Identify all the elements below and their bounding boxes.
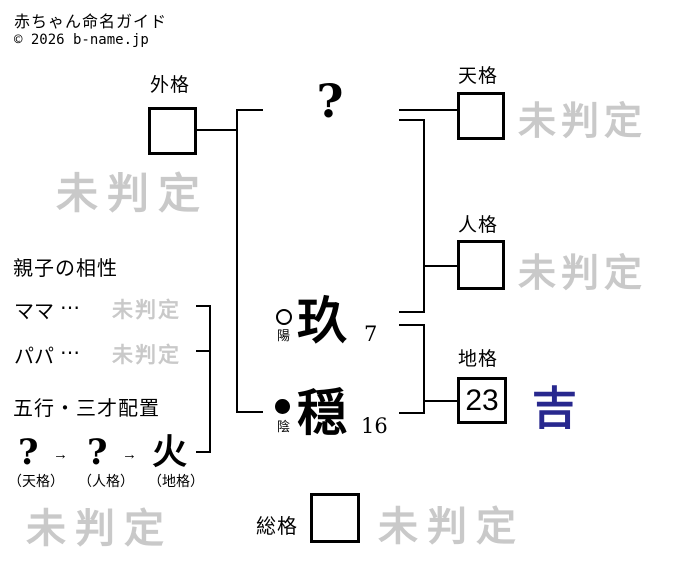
mama-separator: ⋯: [60, 297, 80, 319]
tenkaku-value-box: [457, 92, 505, 140]
jinkaku-result-watermark: 未判定: [518, 250, 648, 295]
given-name-char-1: 玖: [297, 291, 347, 350]
chikaku-label: 地格: [458, 349, 499, 370]
given-name-char-1-strokes: 7: [364, 322, 378, 346]
copyright-text: © 2026 b-name.jp: [14, 32, 149, 48]
jinkaku-bracket-vertical-line: [423, 119, 425, 313]
yang-circle-icon: [276, 309, 292, 325]
jinkaku-connector-line: [425, 265, 457, 267]
gogyo-result-watermark: 未判定: [26, 505, 173, 552]
site-title: 赤ちゃん命名ガイド: [14, 14, 168, 31]
yang-label: 陽: [277, 328, 291, 343]
yin-label: 陰: [277, 419, 291, 434]
compatibility-heading: 親子の相性: [13, 258, 118, 280]
chikaku-connector-line: [425, 400, 457, 402]
gogyo-element-jinkaku: ?: [87, 432, 108, 473]
gogyo-heading: 五行・三才配置: [13, 398, 160, 420]
jinkaku-value-box: [457, 240, 505, 290]
papa-label: パパ: [14, 346, 54, 368]
mama-label: ママ: [14, 301, 54, 323]
gogyo-arrow-1-icon: →: [53, 446, 68, 463]
chikaku-bracket-vertical-line: [423, 324, 425, 414]
soukaku-result-watermark: 未判定: [378, 503, 525, 550]
chikaku-bracket-top-tick: [399, 324, 425, 326]
gaikaku-result-watermark: 未判定: [56, 169, 210, 218]
surname-placeholder-char: ?: [316, 74, 344, 128]
parent-tick-papa: [196, 350, 211, 352]
yin-circle-icon: [275, 399, 290, 414]
parent-tick-mama: [196, 305, 211, 307]
chikaku-value-box: 23: [457, 377, 507, 424]
gaikaku-connector-line: [197, 129, 237, 131]
jinkaku-bracket-top-tick: [399, 119, 425, 121]
jinkaku-bracket-bottom-tick: [399, 311, 425, 313]
gogyo-element-chikaku: 火: [152, 432, 188, 473]
gaikaku-label: 外格: [150, 75, 191, 96]
chikaku-bracket-bottom-tick: [399, 412, 425, 414]
gogyo-sublabel-jinkaku: （人格）: [78, 473, 134, 489]
parent-bracket-vertical-line: [209, 306, 211, 453]
tenkaku-label: 天格: [458, 66, 499, 87]
outer-bracket-bottom-tick: [236, 411, 263, 413]
soukaku-value-box: [310, 493, 360, 543]
outer-bracket-vertical-line: [236, 109, 238, 413]
tenkaku-connector-line: [399, 109, 457, 111]
gogyo-sublabel-chikaku: （地格）: [148, 473, 204, 489]
soukaku-label: 総格: [256, 516, 298, 538]
gogyo-arrow-2-icon: →: [122, 446, 137, 463]
papa-separator: ⋯: [60, 342, 80, 364]
gogyo-sublabel-tenkaku: （天格）: [8, 473, 64, 489]
given-name-char-2-strokes: 16: [361, 414, 388, 438]
jinkaku-label: 人格: [458, 215, 499, 236]
given-name-char-2: 穏: [297, 383, 347, 442]
mama-result-watermark: 未判定: [112, 297, 181, 322]
gogyo-element-tenkaku: ?: [18, 432, 39, 473]
outer-bracket-top-tick: [236, 109, 263, 111]
gaikaku-value-box: [148, 107, 197, 155]
tenkaku-result-watermark: 未判定: [518, 98, 648, 143]
parent-tick-gogyo: [196, 451, 211, 453]
chikaku-result-text: 吉: [532, 382, 578, 435]
papa-result-watermark: 未判定: [112, 342, 181, 367]
